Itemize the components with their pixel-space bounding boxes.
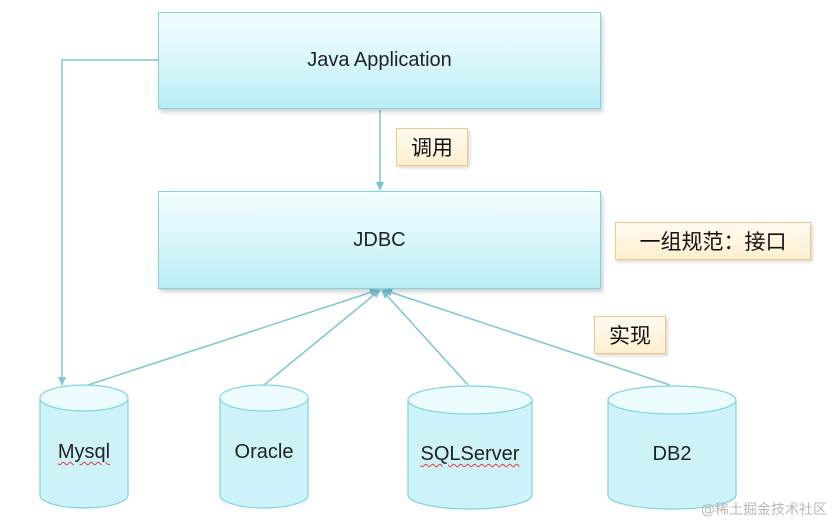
jdbc-label: JDBC — [353, 228, 406, 251]
oracle-label: Oracle — [234, 441, 294, 463]
spec-note: 一组规范：接口 — [615, 222, 811, 260]
sqlserver-label: SQLServer — [420, 443, 520, 465]
spec-note-label: 一组规范：接口 — [639, 230, 787, 254]
java-application-box: Java Application — [158, 12, 601, 109]
java-to-mysql-arrow — [58, 59, 160, 386]
java-application-label: Java Application — [307, 49, 452, 71]
invoke-note-label: 调用 — [411, 136, 453, 160]
sqlserver-cylinder — [407, 385, 533, 510]
oracle-cylinder — [219, 384, 309, 509]
oracle-to-jdbc-arrow — [263, 289, 381, 386]
db2-label: DB2 — [652, 443, 692, 465]
mysql-label: Mysql — [57, 441, 111, 463]
implement-note-label: 实现 — [609, 324, 651, 348]
jdbc-box: JDBC — [158, 191, 601, 289]
watermark-text: @稀土掘金技术社区 — [701, 502, 827, 518]
db2-cylinder — [607, 385, 737, 510]
db2-to-jdbc-arrow — [383, 288, 671, 386]
mysql-cylinder — [39, 384, 129, 509]
sqlserver-to-jdbc-arrow — [381, 289, 469, 386]
invoke-note: 调用 — [396, 128, 468, 166]
implement-note: 实现 — [594, 316, 666, 354]
mysql-to-jdbc-arrow — [87, 288, 379, 386]
